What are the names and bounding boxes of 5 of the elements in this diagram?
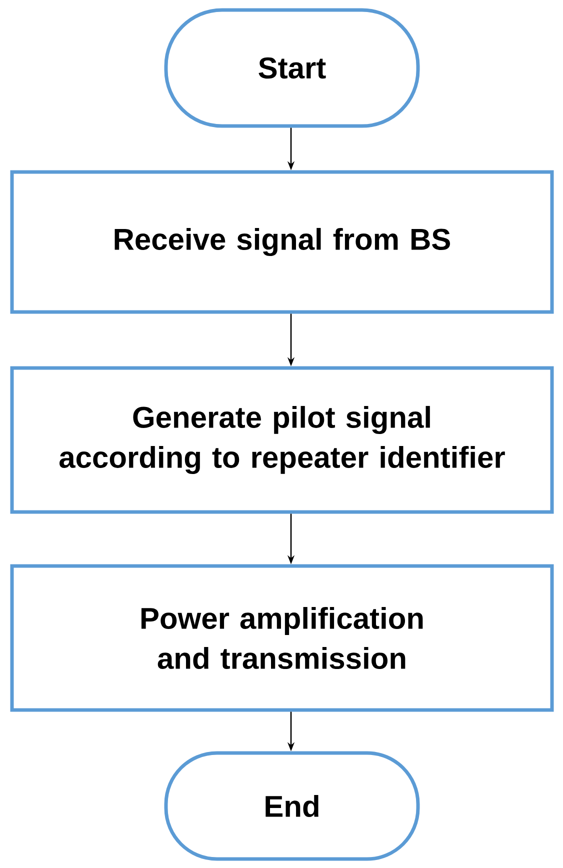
- terminal-stadium: Start: [164, 8, 420, 128]
- process-box: Power amplification and transmission: [10, 564, 554, 712]
- process-box: Receive signal from BS: [10, 170, 554, 314]
- process-box: Generate pilot signal according to repeater identifier: [10, 366, 554, 514]
- terminal-stadium: End: [164, 751, 420, 861]
